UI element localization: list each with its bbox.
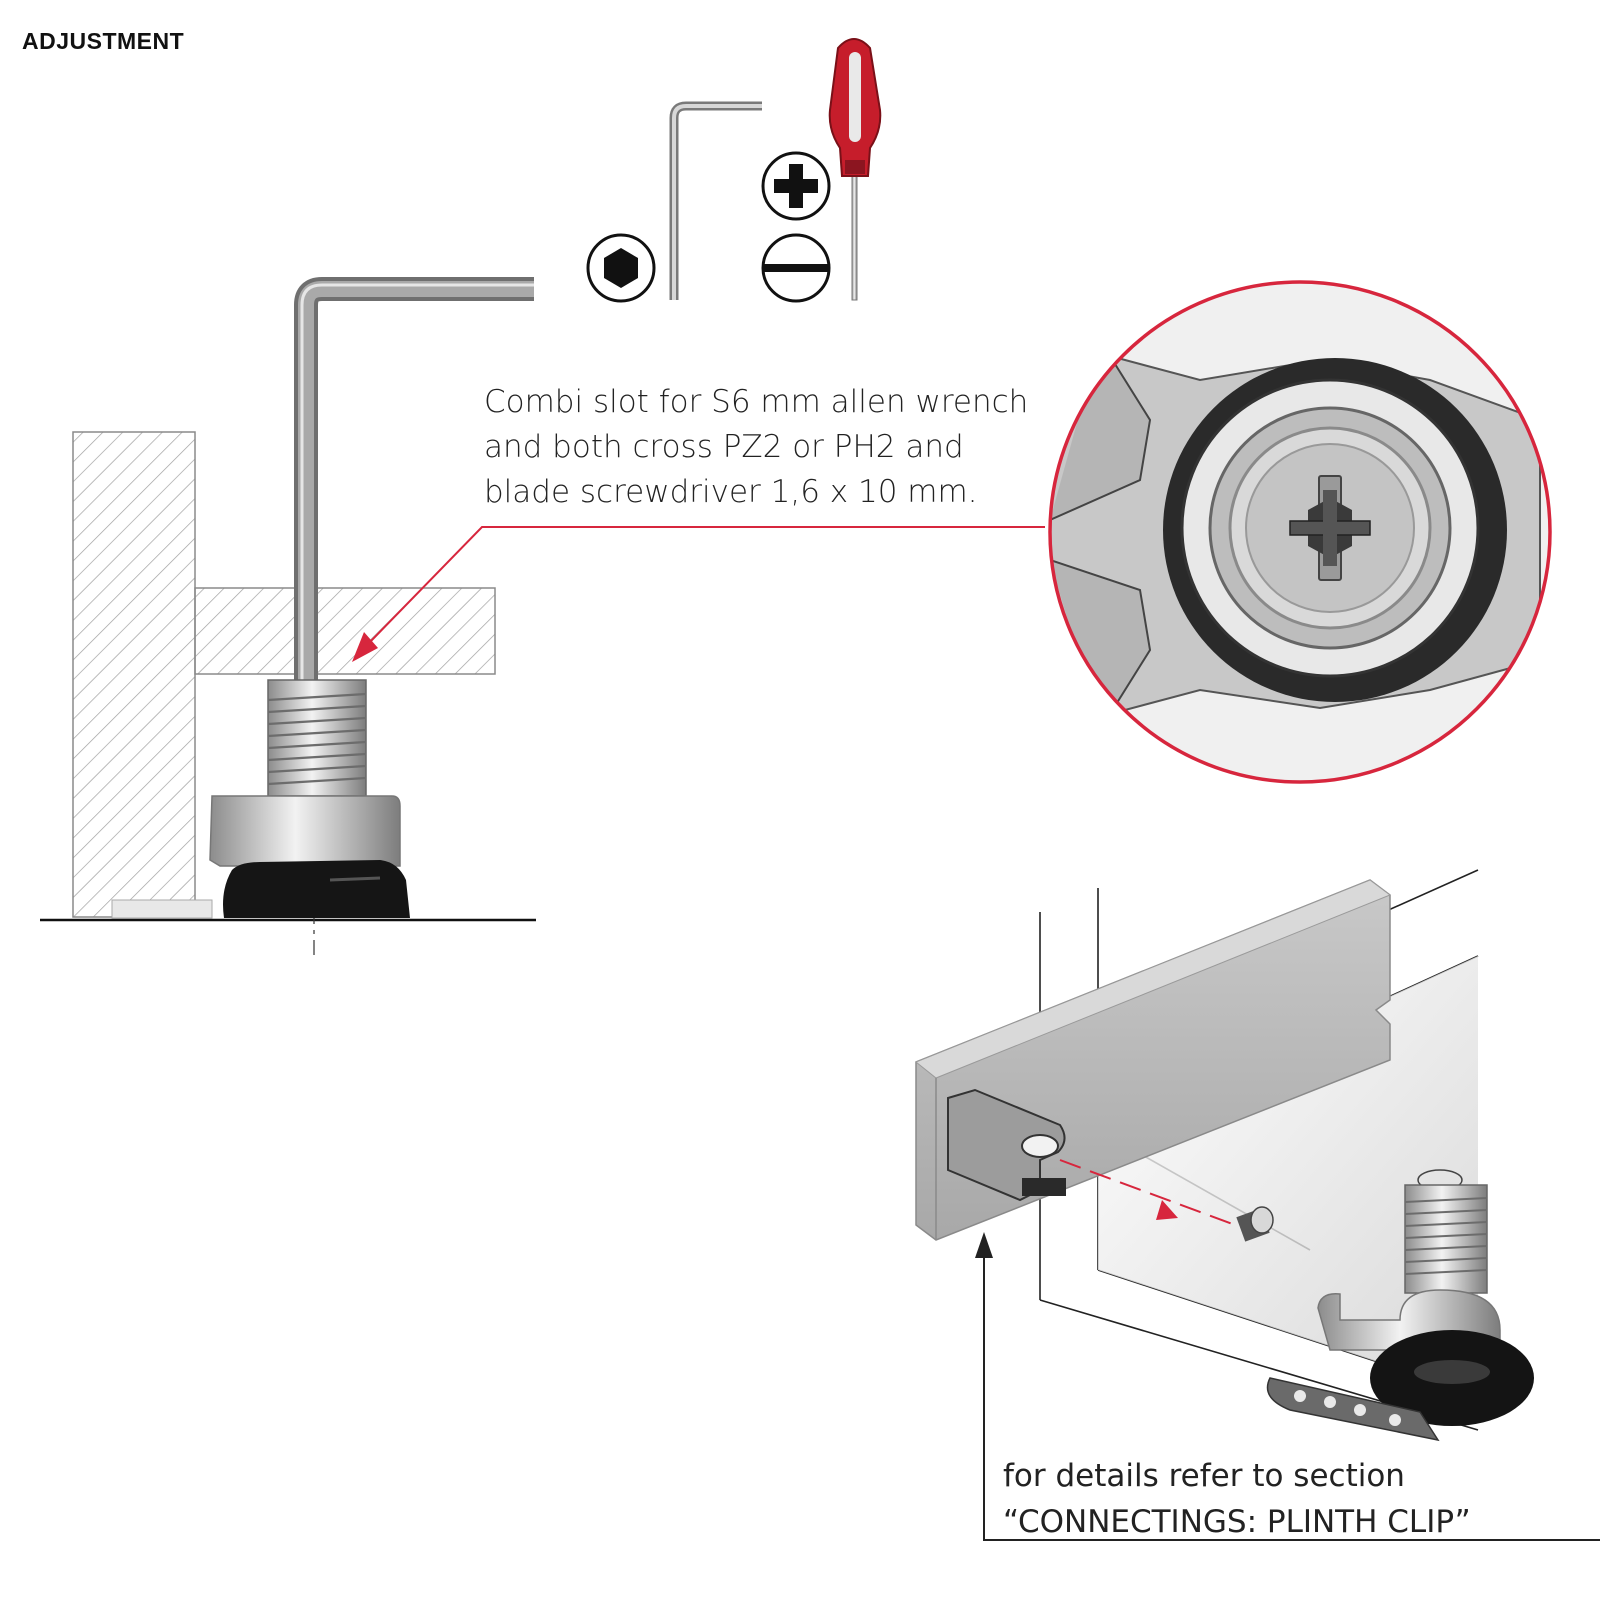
allen-wrench-icon [669,101,762,300]
leveling-foot-section [111,679,410,919]
callout-line: blade screwdriver 1,6 x 10 mm. [484,474,978,510]
plinth-clip-assembly [915,869,1600,1541]
clip-pin [1236,1206,1274,1242]
reference-leader [975,1232,1600,1541]
callout-line: and both cross PZ2 or PH2 and [484,429,964,465]
page-title: ADJUSTMENT [22,28,185,54]
reference-line: “CONNECTINGS: PLINTH CLIP” [1003,1504,1471,1540]
slot-blade-icon [761,233,831,303]
screwdriver-icon [828,38,882,301]
combi-slot-callout: Combi slot for S6 mm allen wrench and bo… [484,380,1028,515]
combi-slot-detail-circle [1048,280,1552,784]
callout-line: Combi slot for S6 mm allen wrench [484,384,1029,420]
callout-leader [352,526,1045,662]
reference-line: for details refer to section [1003,1458,1405,1494]
hex-socket-icon [586,233,656,303]
leveling-foot-3d [1266,1169,1534,1442]
phillips-cross-icon [761,151,831,221]
section-allen-wrench [294,277,534,680]
cabinet-section [40,431,536,955]
reference-note: for details refer to section “CONNECTING… [1003,1453,1471,1545]
